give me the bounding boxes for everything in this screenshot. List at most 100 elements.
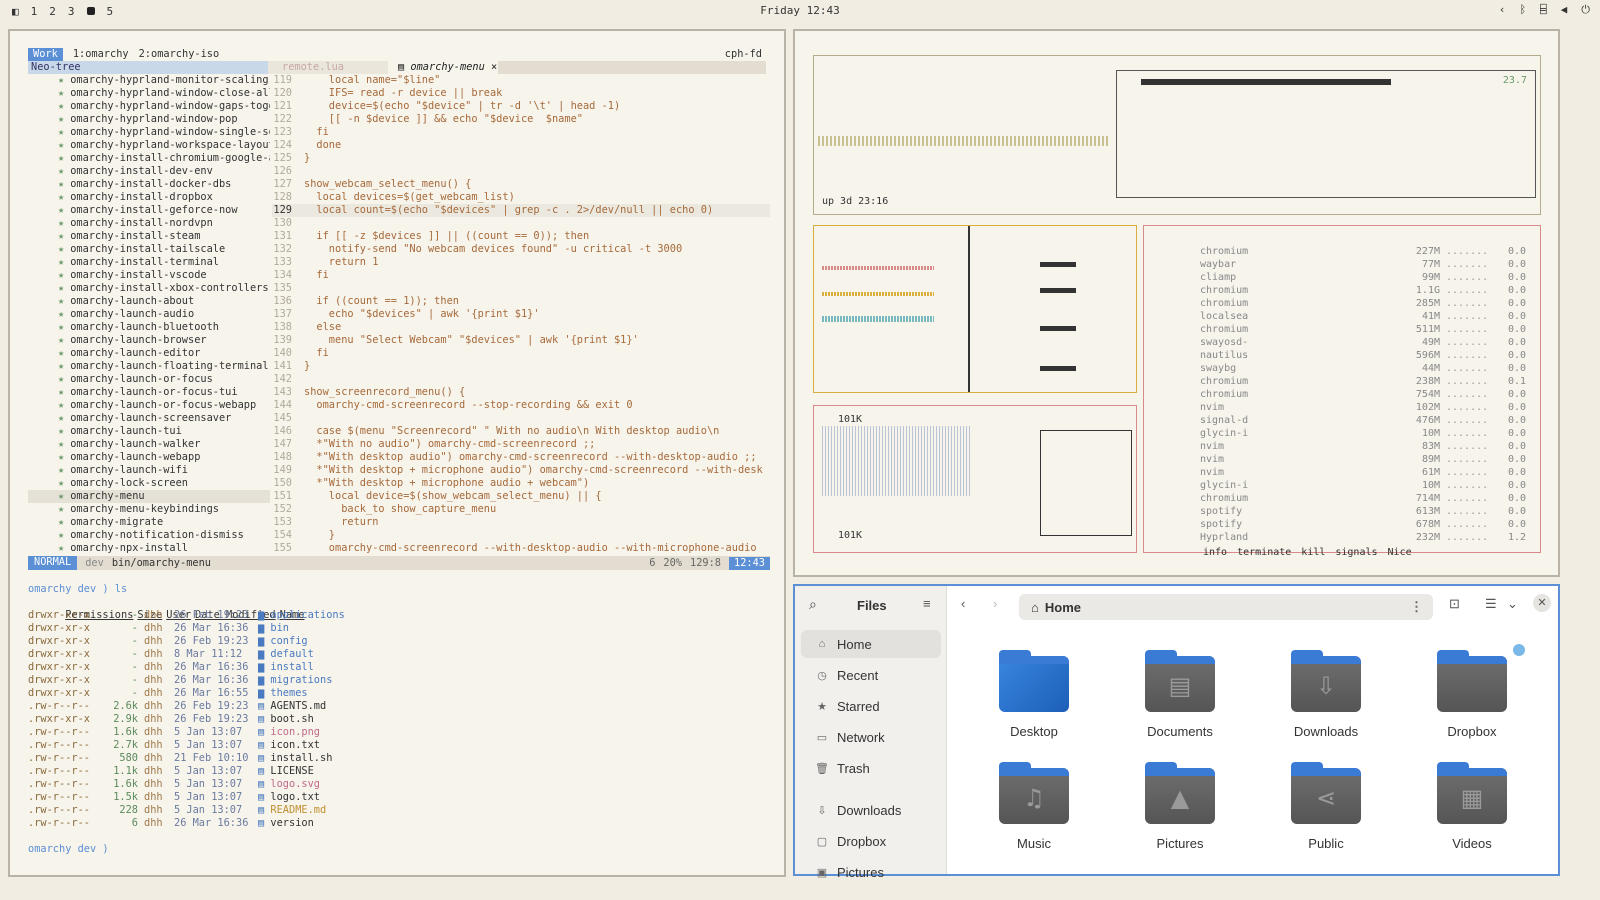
tree-item[interactable]: ★omarchy-install-chromium-google-a: [28, 152, 270, 165]
sidebar-item-network[interactable]: ▭Network: [801, 723, 941, 751]
workspace-1[interactable]: 1: [30, 4, 38, 18]
volume-icon[interactable]: ◀: [1560, 3, 1568, 16]
tmux-window-1[interactable]: 1:omarchy: [72, 47, 129, 60]
folder-music[interactable]: ♫Music: [979, 762, 1089, 851]
code-line[interactable]: 126: [272, 165, 770, 178]
tree-item[interactable]: ★omarchy-hyprland-window-gaps-togg: [28, 100, 270, 113]
action-nice[interactable]: Nice: [1387, 547, 1412, 558]
code-line[interactable]: 153 return: [272, 516, 770, 529]
folder-desktop[interactable]: Desktop: [979, 650, 1089, 739]
code-line[interactable]: 141}: [272, 360, 770, 373]
code-line[interactable]: 150 *"With desktop + microphone audio + …: [272, 477, 770, 490]
code-line[interactable]: 140 fi: [272, 347, 770, 360]
tree-item[interactable]: ★omarchy-menu: [28, 490, 270, 503]
tree-item[interactable]: ★omarchy-launch-audio: [28, 308, 270, 321]
tray-expand-icon[interactable]: ‹: [1498, 3, 1506, 16]
code-line[interactable]: 132 notify-send "No webcam devices found…: [272, 243, 770, 256]
sidebar-item-downloads[interactable]: ⇩Downloads: [801, 796, 941, 824]
tree-item[interactable]: ★omarchy-menu-keybindings: [28, 503, 270, 516]
action-info[interactable]: info: [1203, 547, 1228, 558]
code-line[interactable]: 145: [272, 412, 770, 425]
code-line[interactable]: 146 case $(menu "Screenrecord" " With no…: [272, 425, 770, 438]
action-kill[interactable]: kill: [1301, 547, 1326, 558]
code-line[interactable]: 123 fi: [272, 126, 770, 139]
tree-item[interactable]: ★omarchy-launch-tui: [28, 425, 270, 438]
action-terminate[interactable]: terminate: [1237, 547, 1292, 558]
tree-item[interactable]: ★omarchy-install-steam: [28, 230, 270, 243]
code-line[interactable]: 121 device=$(echo "$device" | tr -d '\t'…: [272, 100, 770, 113]
code-line[interactable]: 119 local name="$line": [272, 74, 770, 87]
tree-item[interactable]: ★omarchy-hyprland-monitor-scaling-: [28, 74, 270, 87]
search-icon[interactable]: ⌕: [809, 596, 817, 612]
sidebar-item-home[interactable]: ⌂Home: [801, 630, 941, 658]
tree-item[interactable]: ★omarchy-launch-screensaver: [28, 412, 270, 425]
tree-item[interactable]: ★omarchy-launch-webapp: [28, 451, 270, 464]
new-folder-icon[interactable]: ⊡: [1449, 596, 1460, 611]
tree-item[interactable]: ★omarchy-migrate: [28, 516, 270, 529]
view-list-icon[interactable]: ☰: [1485, 596, 1497, 611]
code-line[interactable]: 124 done: [272, 139, 770, 152]
network-icon[interactable]: ⌸: [1540, 3, 1547, 16]
folder-public[interactable]: ⋖Public: [1271, 762, 1381, 851]
power-icon[interactable]: ⏻: [1581, 3, 1590, 16]
workspace-2[interactable]: 2: [49, 4, 56, 18]
bluetooth-icon[interactable]: ᛒ: [1519, 3, 1527, 16]
shell-prompt-current[interactable]: omarchy dev ): [28, 843, 109, 855]
tree-item[interactable]: ★omarchy-launch-editor: [28, 347, 270, 360]
tree-item[interactable]: ★omarchy-install-dev-env: [28, 165, 270, 178]
folder-dropbox[interactable]: Dropbox: [1417, 650, 1527, 739]
tab-close-icon[interactable]: ×: [491, 61, 498, 73]
sidebar-item-recent[interactable]: ◷Recent: [801, 661, 941, 689]
tree-item[interactable]: ★omarchy-notification-dismiss: [28, 529, 270, 542]
tree-item[interactable]: ★omarchy-launch-or-focus: [28, 373, 270, 386]
workspace-5[interactable]: 5: [106, 4, 114, 18]
process-row[interactable]: swayosd-49M.......0.0: [1200, 337, 1530, 350]
path-bar[interactable]: ⌂ Home ⋮: [1019, 594, 1433, 620]
code-line[interactable]: 135: [272, 282, 770, 295]
code-line[interactable]: 142: [272, 373, 770, 386]
code-line[interactable]: 125}: [272, 152, 770, 165]
tree-item[interactable]: ★omarchy-launch-wifi: [28, 464, 270, 477]
code-line[interactable]: 133 return 1: [272, 256, 770, 269]
code-line[interactable]: 120 IFS= read -r device || break: [272, 87, 770, 100]
terminal-window[interactable]: Work 1:omarchy 2:omarchy-iso cph-fd Neo-…: [8, 29, 786, 877]
close-button[interactable]: ✕: [1533, 594, 1551, 612]
code-line[interactable]: 137 echo "$devices" | awk '{print $1}': [272, 308, 770, 321]
code-editor[interactable]: 119 local name="$line"120 IFS= read -r d…: [272, 74, 770, 555]
forward-button[interactable]: ›: [993, 596, 998, 611]
code-line[interactable]: 129 local count=$(echo "$devices" | grep…: [272, 204, 770, 217]
code-line[interactable]: 155 omarchy-cmd-screenrecord --with-desk…: [272, 542, 770, 555]
tree-item[interactable]: ★omarchy-install-vscode: [28, 269, 270, 282]
code-line[interactable]: 131 if [[ -z $devices ]] || ((count == 0…: [272, 230, 770, 243]
code-line[interactable]: 130: [272, 217, 770, 230]
code-line[interactable]: 148 *"With desktop audio") omarchy-cmd-s…: [272, 451, 770, 464]
code-line[interactable]: 147 *"With no audio") omarchy-cmd-screen…: [272, 438, 770, 451]
folder-pictures[interactable]: ▲Pictures: [1125, 762, 1235, 851]
tree-item[interactable]: ★omarchy-launch-browser: [28, 334, 270, 347]
tree-item[interactable]: ★omarchy-launch-or-focus-webapp: [28, 399, 270, 412]
tree-item[interactable]: ★omarchy-npx-install: [28, 542, 270, 555]
sidebar-item-dropbox[interactable]: ▢Dropbox: [801, 827, 941, 855]
menu-icon[interactable]: ≡: [923, 596, 931, 611]
code-line[interactable]: 134 fi: [272, 269, 770, 282]
tree-item[interactable]: ★omarchy-launch-about: [28, 295, 270, 308]
workspace-4-active[interactable]: [86, 7, 95, 15]
tree-item[interactable]: ★omarchy-hyprland-window-pop: [28, 113, 270, 126]
